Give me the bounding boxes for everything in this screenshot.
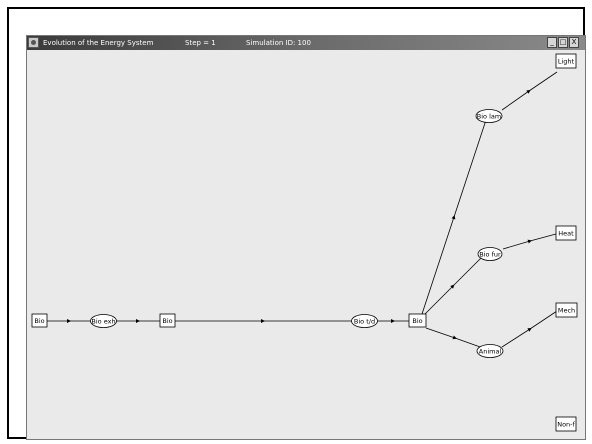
node-heat[interactable]: Heat: [555, 225, 577, 241]
node-nonf[interactable]: Non-f: [555, 416, 577, 432]
maximize-button[interactable]: □: [558, 37, 568, 48]
window-title: Evolution of the Energy System: [43, 39, 154, 47]
node-bio-left[interactable]: Bio: [31, 313, 48, 328]
node-bio-td[interactable]: Bio t/d: [351, 314, 378, 328]
edge-bio-to-animal: [425, 327, 484, 349]
node-animal[interactable]: Animal: [476, 344, 504, 358]
node-label: Light: [558, 58, 575, 66]
edge-bio-to-biofur: [424, 257, 482, 315]
node-bio-mid[interactable]: Bio: [159, 313, 176, 328]
graph-canvas[interactable]: Bio Bio Bio Light Heat Mech: [27, 50, 585, 440]
app-icon[interactable]: [28, 37, 39, 48]
edge-biolam-to-light: [501, 71, 558, 111]
node-mech[interactable]: Mech: [555, 302, 578, 318]
title-bar[interactable]: Evolution of the Energy System Step = 1 …: [27, 36, 585, 50]
node-bio-lam[interactable]: Bio lam: [475, 109, 503, 123]
node-label: Mech: [558, 307, 575, 315]
node-label: Bio fur: [479, 251, 501, 259]
close-button[interactable]: X: [569, 37, 579, 48]
node-label: Bio t/d: [354, 318, 375, 326]
edge-biofur-to-heat: [502, 233, 557, 250]
energy-flow-graph: Bio Bio Bio Light Heat Mech: [31, 53, 578, 432]
node-label: Bio exh: [91, 318, 115, 326]
node-bio-fur[interactable]: Bio fur: [477, 247, 503, 261]
node-label: Bio: [412, 317, 422, 325]
node-label: Bio lam: [477, 113, 501, 121]
simulation-id: Simulation ID: 100: [246, 39, 311, 47]
node-bio-right[interactable]: Bio: [408, 313, 427, 328]
edge-bio-to-biolam: [421, 119, 487, 315]
step-counter: Step = 1: [185, 39, 216, 47]
node-label: Bio: [34, 317, 44, 325]
node-label: Heat: [558, 230, 574, 238]
edges: [47, 71, 558, 349]
node-bio-exh[interactable]: Bio exh: [90, 314, 117, 328]
edge-animal-to-mech: [501, 310, 558, 348]
node-label: Non-f: [557, 421, 575, 429]
node-label: Animal: [479, 348, 502, 356]
node-label: Bio: [162, 317, 172, 325]
node-light[interactable]: Light: [555, 53, 577, 69]
app-window: Evolution of the Energy System Step = 1 …: [26, 35, 586, 440]
minimize-button[interactable]: _: [547, 37, 557, 48]
